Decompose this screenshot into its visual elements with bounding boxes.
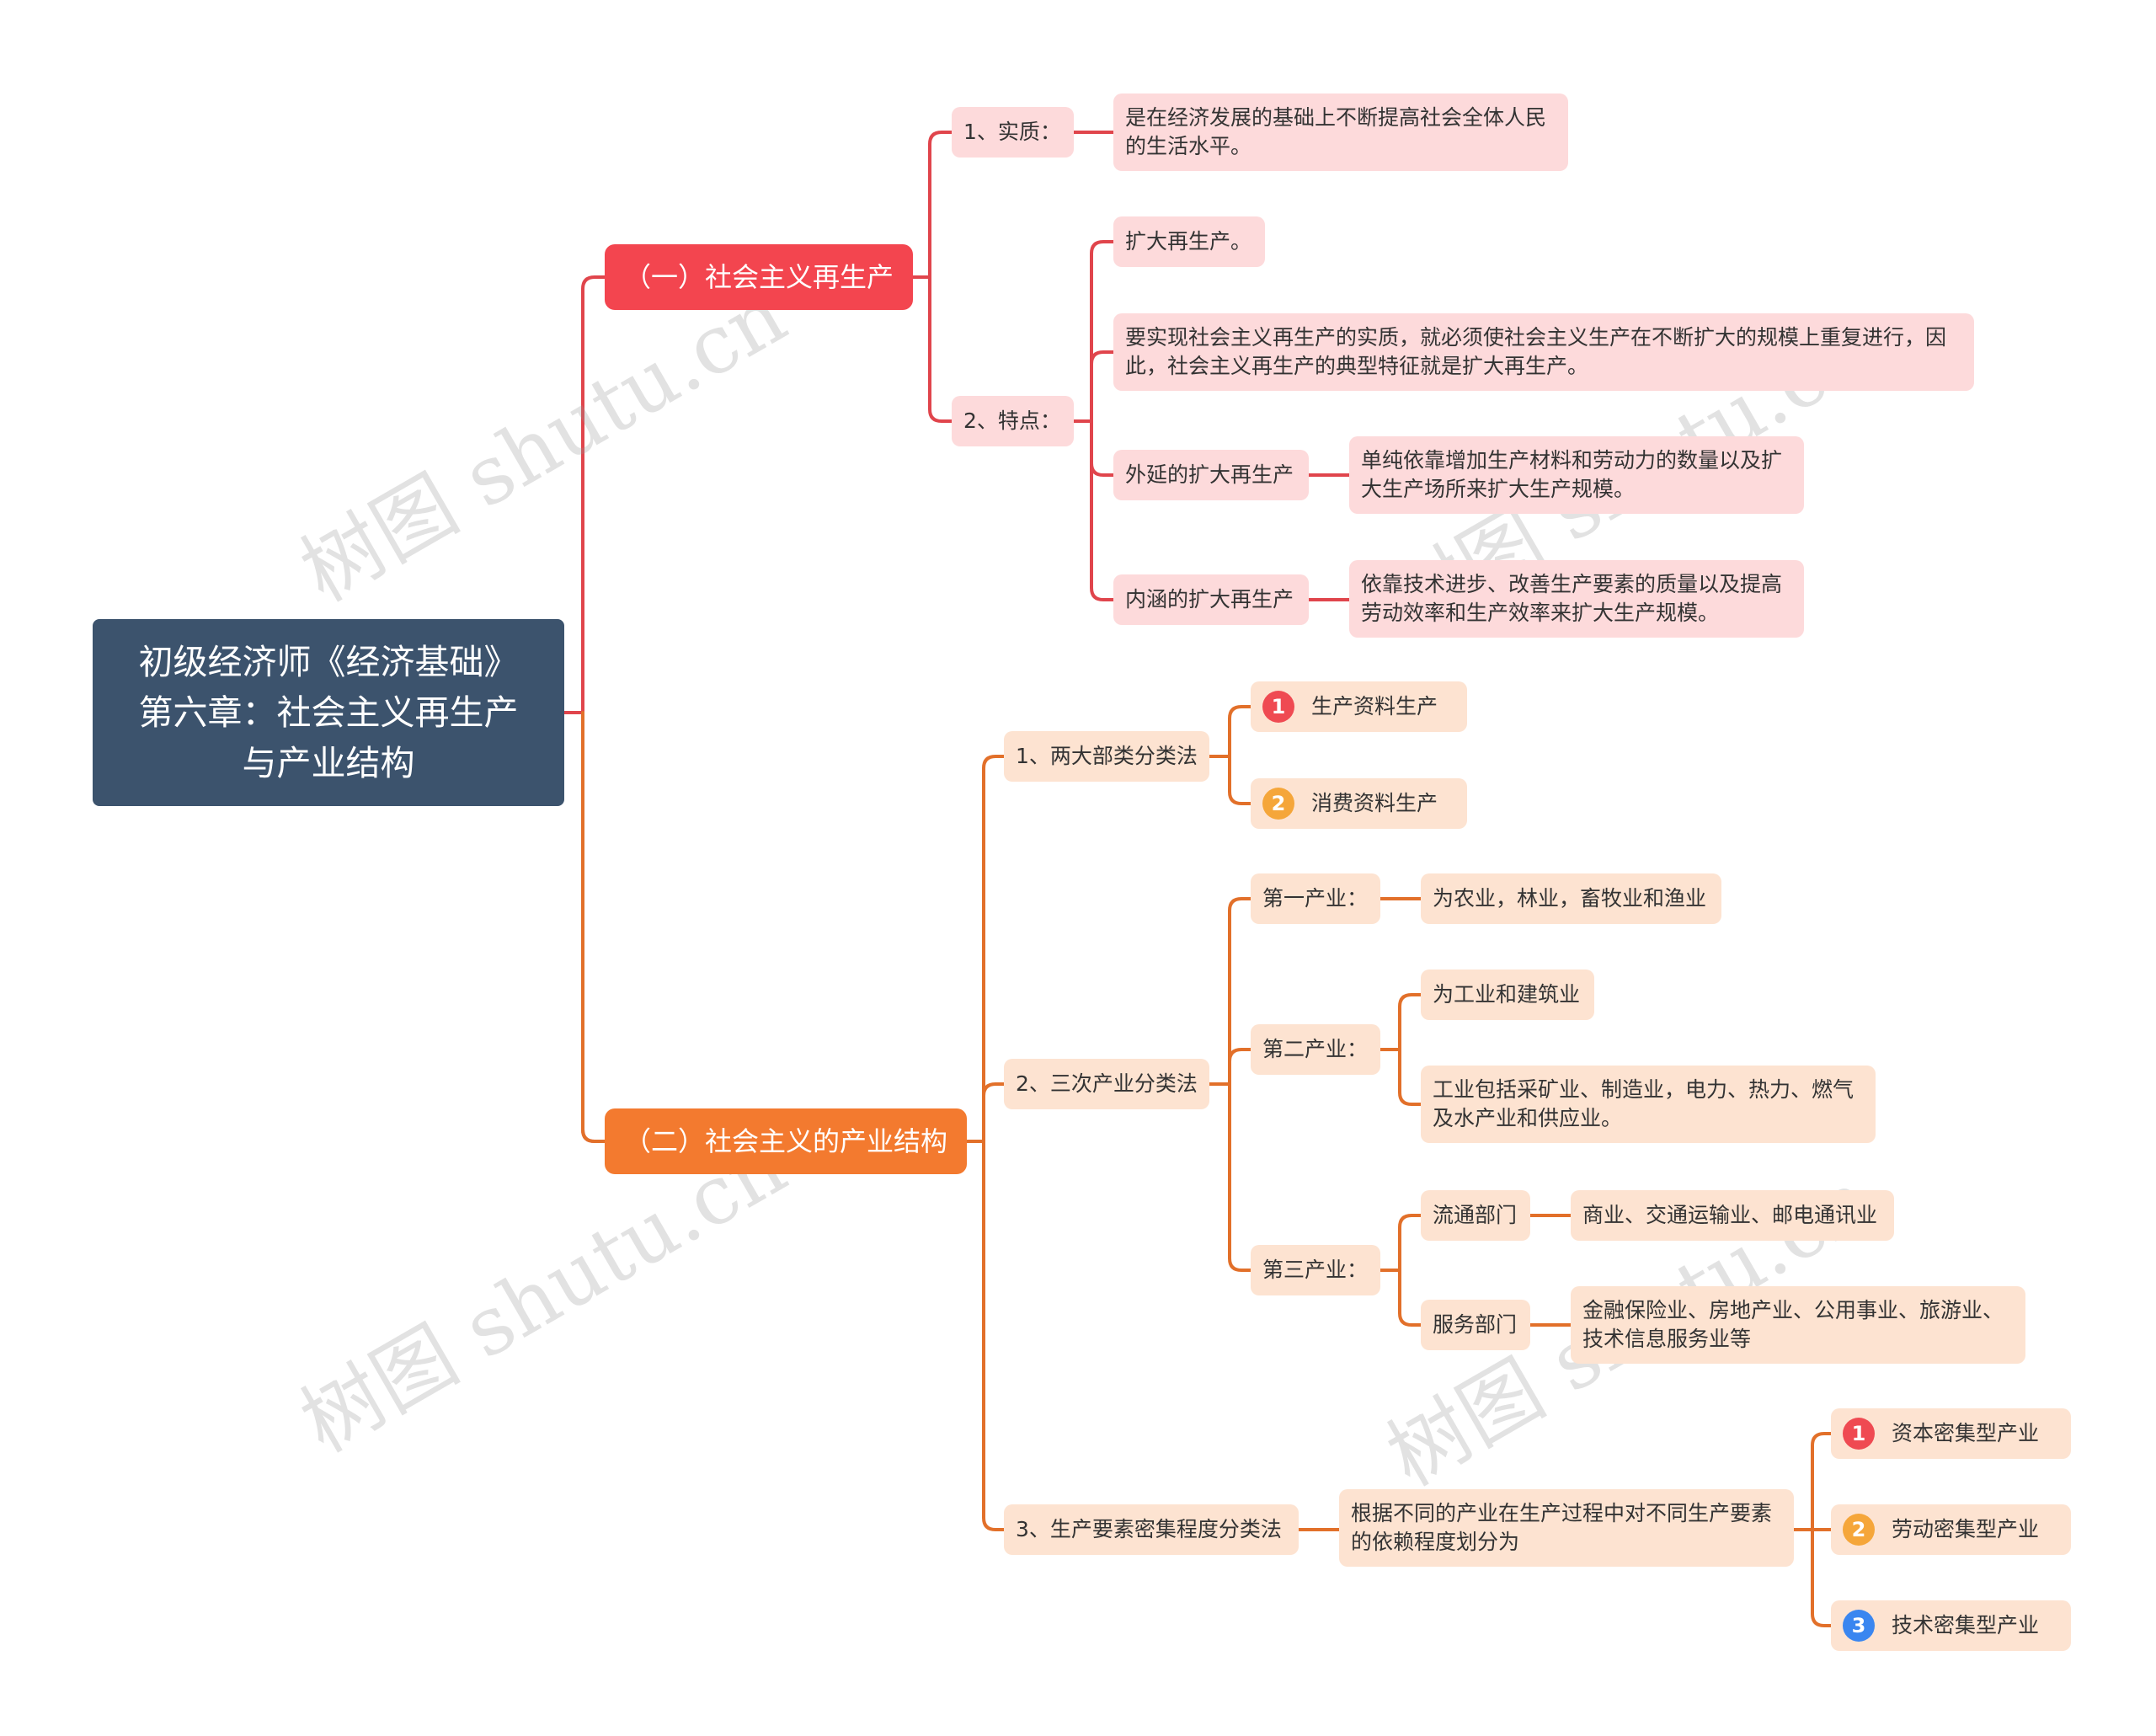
number-two-icon: 2 <box>1262 788 1294 820</box>
intensity-type-text: 资本密集型产业 <box>1892 1421 2040 1445</box>
two-sectors-item[interactable]: 2 消费资料生产 <box>1251 778 1467 829</box>
two-sectors-item-text: 消费资料生产 <box>1311 791 1438 815</box>
intensity-type-item[interactable]: 1 资本密集型产业 <box>1831 1408 2071 1459</box>
connector-line <box>581 711 606 1143</box>
two-sectors-item[interactable]: 1 生产资料生产 <box>1251 681 1467 732</box>
circulation-sector-text[interactable]: 商业、交通运输业、邮电通讯业 <box>1571 1190 1894 1241</box>
intensity-type-item[interactable]: 3 技术密集型产业 <box>1831 1600 2071 1651</box>
root-title-line: 初级经济师《经济基础》 <box>138 642 519 682</box>
connector-line <box>1398 1269 1422 1327</box>
connector-line <box>1228 705 1252 758</box>
number-two-icon: 2 <box>1843 1514 1875 1546</box>
connector-line <box>581 275 606 714</box>
three-industries-label[interactable]: 2、三次产业分类法 <box>1004 1059 1209 1109</box>
number-one-icon: 1 <box>1843 1418 1875 1450</box>
secondary-industry-text[interactable]: 为工业和建筑业 <box>1421 969 1594 1020</box>
connector-line <box>1398 1214 1422 1272</box>
connector-line <box>1398 1048 1422 1106</box>
circulation-sector-label[interactable]: 流通部门 <box>1421 1190 1530 1241</box>
service-sector-label[interactable]: 服务部门 <box>1421 1300 1530 1350</box>
intensive-expansion-label[interactable]: 内涵的扩大再生产 <box>1113 574 1309 625</box>
extensive-expansion-text[interactable]: 单纯依靠增加生产材料和劳动力的数量以及扩大生产场所来扩大生产规模。 <box>1349 436 1804 514</box>
primary-industry-label[interactable]: 第一产业： <box>1251 873 1380 924</box>
two-sectors-label[interactable]: 1、两大部类分类法 <box>1004 731 1209 782</box>
connector-line <box>1228 1082 1252 1272</box>
secondary-industry-label[interactable]: 第二产业： <box>1251 1024 1380 1075</box>
connector-line <box>982 1082 1006 1143</box>
essence-label[interactable]: 1、实质： <box>952 107 1074 158</box>
connector-line <box>1811 1528 1833 1627</box>
connector-line <box>928 131 953 279</box>
factor-intensity-text[interactable]: 根据不同的产业在生产过程中对不同生产要素的依赖程度划分为 <box>1339 1489 1794 1567</box>
connector-line <box>1228 1048 1252 1086</box>
connector-line <box>928 275 953 423</box>
factor-intensity-label[interactable]: 3、生产要素密集程度分类法 <box>1004 1504 1299 1555</box>
root-title-line: 第六章：社会主义再生产 <box>138 692 519 733</box>
connector-line <box>1090 419 1115 601</box>
number-one-icon: 1 <box>1262 691 1294 723</box>
connector-line <box>1398 993 1422 1051</box>
intensity-type-item[interactable]: 2 劳动密集型产业 <box>1831 1504 2071 1555</box>
branch-socialist-reproduction[interactable]: （一）社会主义再生产 <box>605 244 913 310</box>
two-sectors-item-text: 生产资料生产 <box>1311 694 1438 718</box>
tertiary-industry-label[interactable]: 第三产业： <box>1251 1245 1380 1295</box>
intensity-type-text: 劳动密集型产业 <box>1892 1517 2040 1541</box>
reproduction-explanation[interactable]: 要实现社会主义再生产的实质，就必须使社会主义生产在不断扩大的规模上重复进行，因此… <box>1113 313 1974 391</box>
service-sector-text[interactable]: 金融保险业、房地产业、公用事业、旅游业、技术信息服务业等 <box>1571 1286 2025 1364</box>
root-title-line: 与产业结构 <box>242 743 415 783</box>
connector-line <box>1811 1432 1833 1531</box>
connector-line <box>982 1140 1006 1531</box>
branch-industrial-structure[interactable]: （二）社会主义的产业结构 <box>605 1108 967 1174</box>
connector-line <box>1090 419 1115 477</box>
connector-line <box>1090 240 1115 423</box>
secondary-industry-detail[interactable]: 工业包括采矿业、制造业，电力、热力、燃气及水产业和供应业。 <box>1421 1066 1876 1143</box>
root-topic[interactable]: 初级经济师《经济基础》 第六章：社会主义再生产 与产业结构 <box>93 619 564 806</box>
connector-line <box>1228 755 1252 805</box>
connector-line <box>581 711 606 1143</box>
intensive-expansion-text[interactable]: 依靠技术进步、改善生产要素的质量以及提高劳动效率和生产效率来扩大生产规模。 <box>1349 560 1804 638</box>
essence-text[interactable]: 是在经济发展的基础上不断提高社会全体人民的生活水平。 <box>1113 93 1568 171</box>
root-title: 初级经济师《经济基础》 第六章：社会主义再生产 与产业结构 <box>139 637 519 788</box>
primary-industry-text[interactable]: 为农业，林业，畜牧业和渔业 <box>1421 873 1721 924</box>
number-three-icon: 3 <box>1843 1610 1875 1642</box>
extensive-expansion-label[interactable]: 外延的扩大再生产 <box>1113 450 1309 500</box>
connector-line <box>1228 897 1252 1086</box>
connector-line <box>1090 350 1115 423</box>
connector-line <box>982 755 1006 1143</box>
features-label[interactable]: 2、特点： <box>952 396 1074 446</box>
expand-reproduction[interactable]: 扩大再生产。 <box>1113 216 1265 267</box>
intensity-type-text: 技术密集型产业 <box>1892 1613 2040 1637</box>
